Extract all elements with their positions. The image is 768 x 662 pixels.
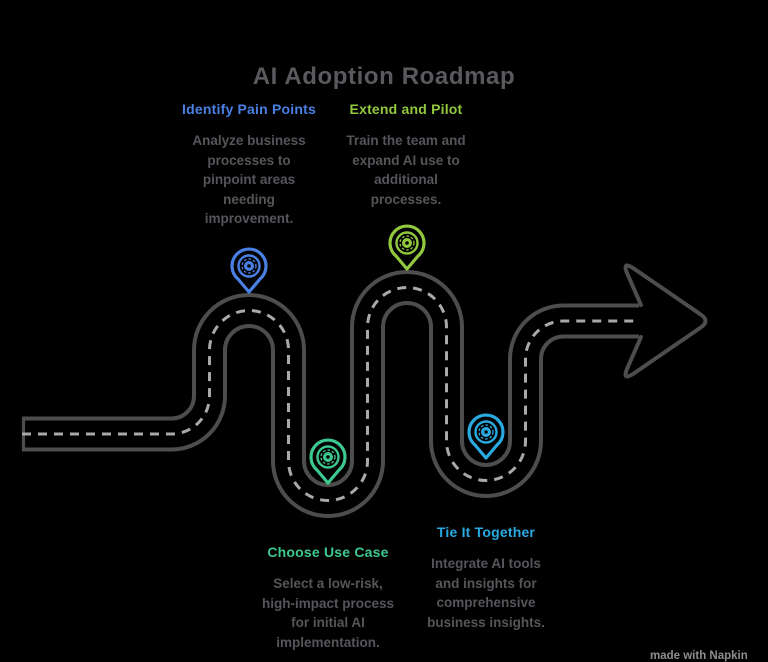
arrow-head-icon [623,263,708,379]
milestone-label: Tie It Together [436,524,536,540]
location-pin-icon-identify-pain-points [230,247,268,294]
milestone-label: Choose Use Case [267,544,389,560]
milestone-description: Select a low-risk, high-impact process f… [261,576,395,650]
milestone-label: Identify Pain Points [182,101,316,117]
milestone-identify-pain-points: Identify Pain Points Analyze business pr… [169,101,329,229]
milestone-tie-it-together: Tie It Together Integrate AI tools and i… [406,524,566,632]
milestone-choose-use-case: Choose Use Case Select a low-risk, high-… [248,544,408,652]
page-title: AI Adoption Roadmap [252,63,516,91]
milestone-description: Integrate AI tools and insights for comp… [427,556,545,630]
milestone-extend-and-pilot: Extend and Pilot Train the team and expa… [326,101,486,209]
milestone-description: Analyze business processes to pinpoint a… [192,133,306,226]
milestone-description: Train the team and expand AI use to addi… [346,133,466,207]
location-pin-icon-tie-it-together [467,413,505,460]
milestone-label: Extend and Pilot [349,101,463,117]
road-surface [22,288,639,501]
location-pin-icon-choose-use-case [309,438,347,485]
watermark: made with Napkin [650,650,748,662]
location-pin-icon-extend-and-pilot [388,224,426,271]
